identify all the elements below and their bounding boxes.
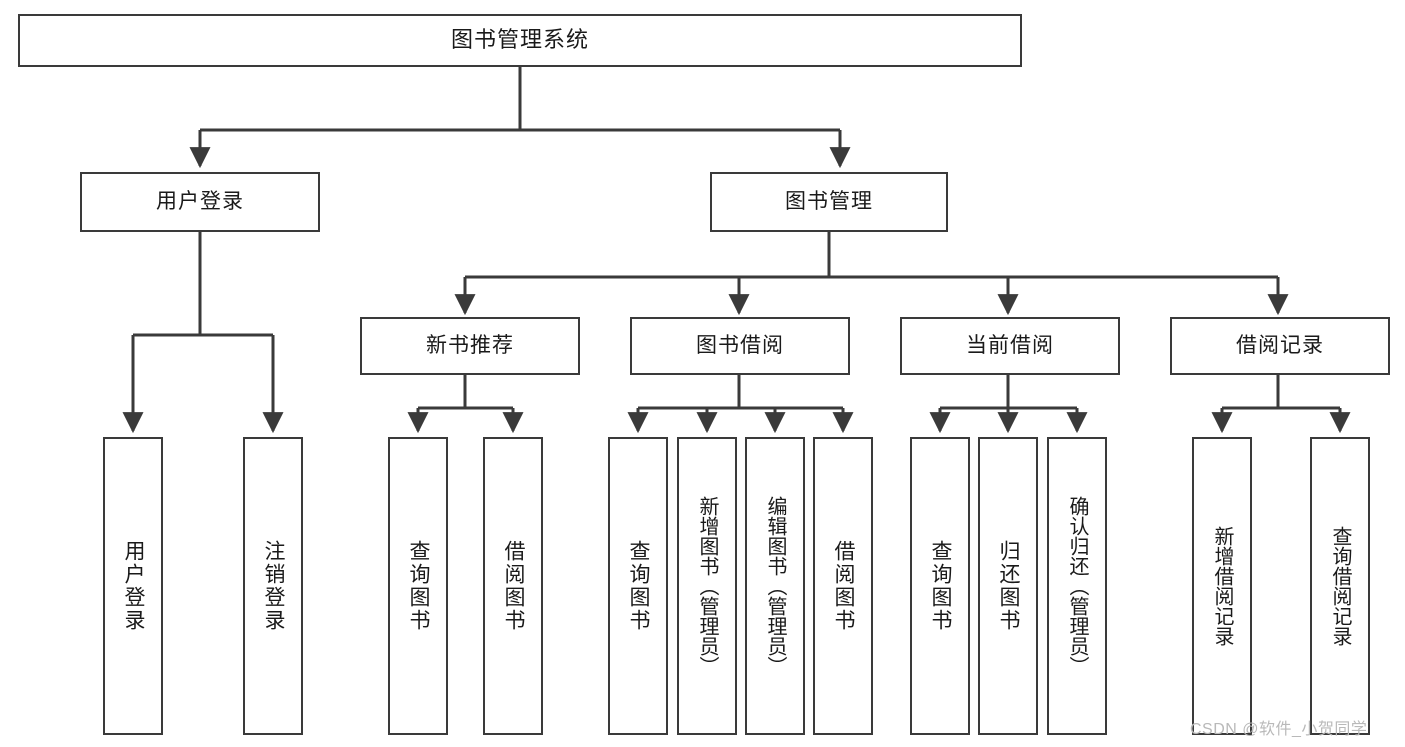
leaf-query-book-recommend[interactable]: 查询图书 <box>388 437 448 735</box>
leaf-user-login[interactable]: 用户登录 <box>103 437 163 735</box>
leaf-return-book[interactable]: 归还图书 <box>978 437 1038 735</box>
leaf-query-book-borrow[interactable]: 查询图书 <box>608 437 668 735</box>
leaf-query-book-current[interactable]: 查询图书 <box>910 437 970 735</box>
leaf-confirm-return-admin[interactable]: 确认归还（管理员） <box>1047 437 1107 735</box>
node-root-system[interactable]: 图书管理系统 <box>18 14 1022 67</box>
node-book-borrow[interactable]: 图书借阅 <box>630 317 850 375</box>
leaf-add-borrow-record[interactable]: 新增借阅记录 <box>1192 437 1252 735</box>
csdn-watermark: CSDN @软件_小贺同学 <box>1190 721 1368 738</box>
leaf-logout-login[interactable]: 注销登录 <box>243 437 303 735</box>
leaf-borrow-book[interactable]: 借阅图书 <box>813 437 873 735</box>
node-user-login[interactable]: 用户登录 <box>80 172 320 232</box>
node-borrow-record[interactable]: 借阅记录 <box>1170 317 1390 375</box>
node-current-borrow[interactable]: 当前借阅 <box>900 317 1120 375</box>
leaf-query-borrow-record[interactable]: 查询借阅记录 <box>1310 437 1370 735</box>
leaf-add-book-admin[interactable]: 新增图书（管理员） <box>677 437 737 735</box>
leaf-borrow-book-recommend[interactable]: 借阅图书 <box>483 437 543 735</box>
node-new-book-recommend[interactable]: 新书推荐 <box>360 317 580 375</box>
leaf-edit-book-admin[interactable]: 编辑图书（管理员） <box>745 437 805 735</box>
node-book-management[interactable]: 图书管理 <box>710 172 948 232</box>
